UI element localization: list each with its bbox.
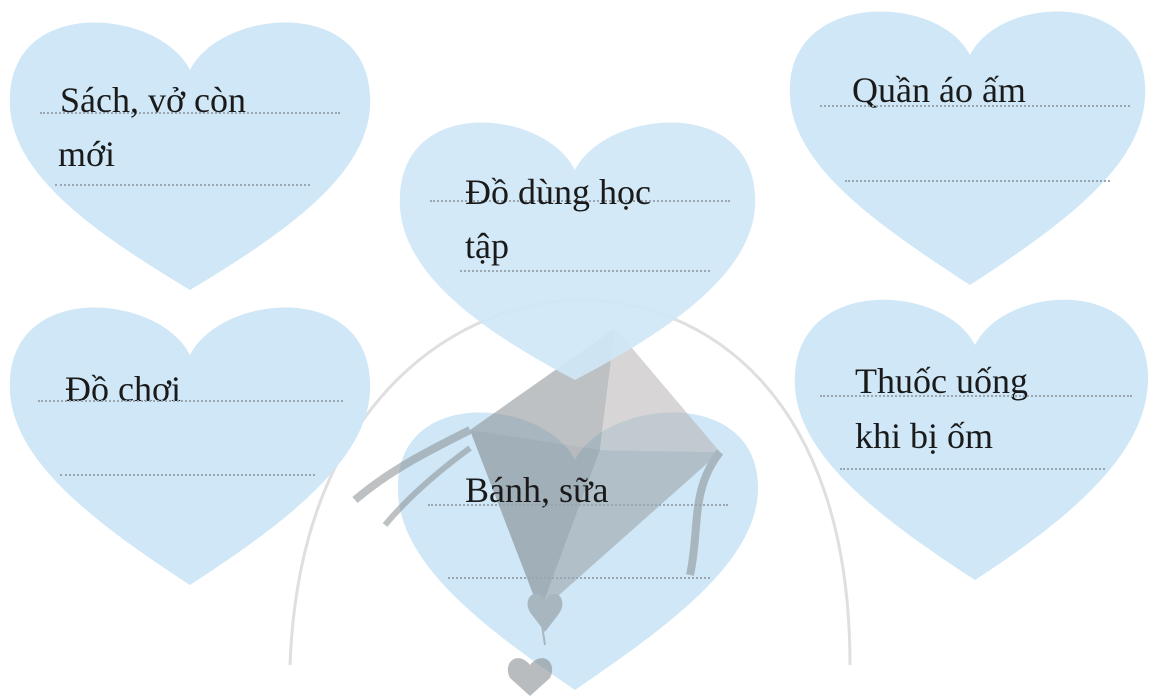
dotted-answer-line [820,395,1132,397]
heart-icon [507,658,553,696]
heart-thuoc-line-1: Thuốc uống [855,361,1028,401]
dotted-answer-line [845,180,1110,182]
dotted-answer-line [460,270,710,272]
kite-icon [352,328,724,646]
dotted-answer-line [448,577,710,579]
heart-thuoc-line-2: khi bị ốm [855,416,994,456]
heart-shape-do-dung [399,122,756,380]
heart-do-dung-line-2: tập [465,226,509,266]
dotted-answer-line [40,112,340,114]
heart-shape-sach-vo [9,22,371,291]
dotted-answer-line [430,200,730,202]
heart-sach-vo-line-2: mới [58,134,116,174]
heart-quan-ao-line-1: Quần áo ấm [852,70,1026,110]
heart-do-choi-line-1: Đồ chơi [65,369,182,409]
heart-shape-do-choi [9,307,371,585]
dotted-answer-line [428,504,728,506]
dotted-answer-line [60,474,315,476]
dotted-answer-line [55,184,310,186]
heart-shape-thuoc [794,299,1149,580]
dotted-answer-line [840,468,1105,470]
heart-do-dung-line-1: Đồ dùng học [465,172,651,212]
heart-sach-vo-line-1: Sách, vở còn [60,80,246,120]
heart-shape-quan-ao [789,11,1146,286]
dotted-answer-line [38,400,343,402]
dotted-answer-line [820,105,1130,107]
heart-banh-sua-line-1: Bánh, sữa [465,470,609,510]
